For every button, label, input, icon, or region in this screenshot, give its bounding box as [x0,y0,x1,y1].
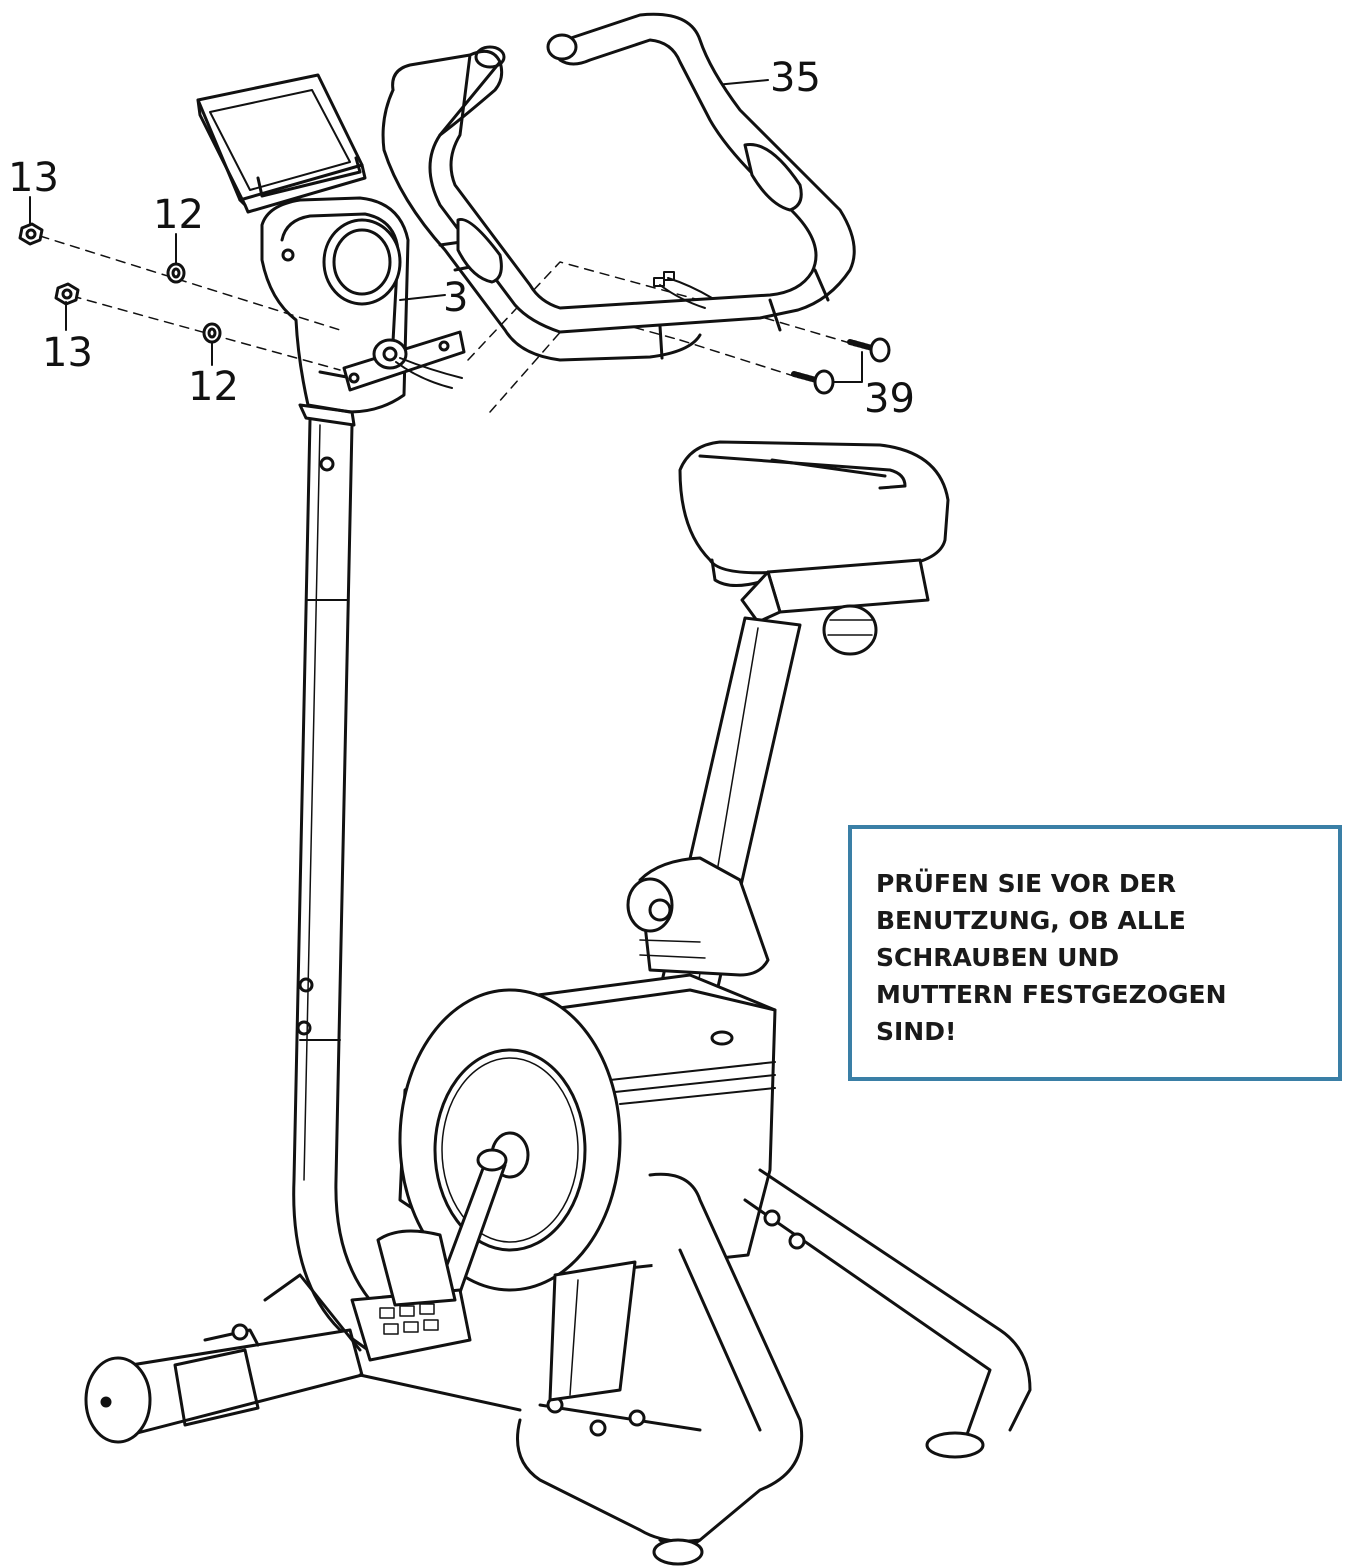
washer-12-bottom [202,322,222,344]
part-label-13-bottom: 13 [42,330,93,376]
seat [678,440,950,587]
console-tablet-holder [196,73,367,214]
bolt-39-upper [847,337,891,363]
part-label-39: 39 [864,376,915,422]
resistance-knob [626,856,770,977]
lower-frame-strut [548,1260,637,1402]
part-label-12-bottom: 12 [188,364,239,410]
handlebar [381,12,856,362]
flywheel [398,988,622,1292]
rear-stabilizer [84,1273,522,1444]
crank-and-pedal [350,1148,508,1362]
part-label-3: 3 [443,275,469,321]
bracket-plate [342,330,466,392]
safety-notice-text: PRÜFEN SIE VOR DER BENUTZUNG, OB ALLE SC… [876,869,1227,1046]
part-label-12-top: 12 [153,192,204,238]
main-upright-tube [292,418,372,1352]
front-stabilizer [516,1168,1032,1566]
bolt-39-lower [791,369,835,395]
leader-lines [29,79,863,383]
head-tube [260,196,410,427]
part-label-13-top: 13 [8,155,59,201]
part-label-35: 35 [770,55,821,101]
safety-notice-box: PRÜFEN SIE VOR DER BENUTZUNG, OB ALLE SC… [848,825,1342,1081]
nut-13-top [18,222,44,246]
handlebar-cables [653,271,713,309]
nut-13-bottom [54,282,80,306]
washer-12-top [166,262,186,284]
alignment-lines-left [39,235,341,371]
